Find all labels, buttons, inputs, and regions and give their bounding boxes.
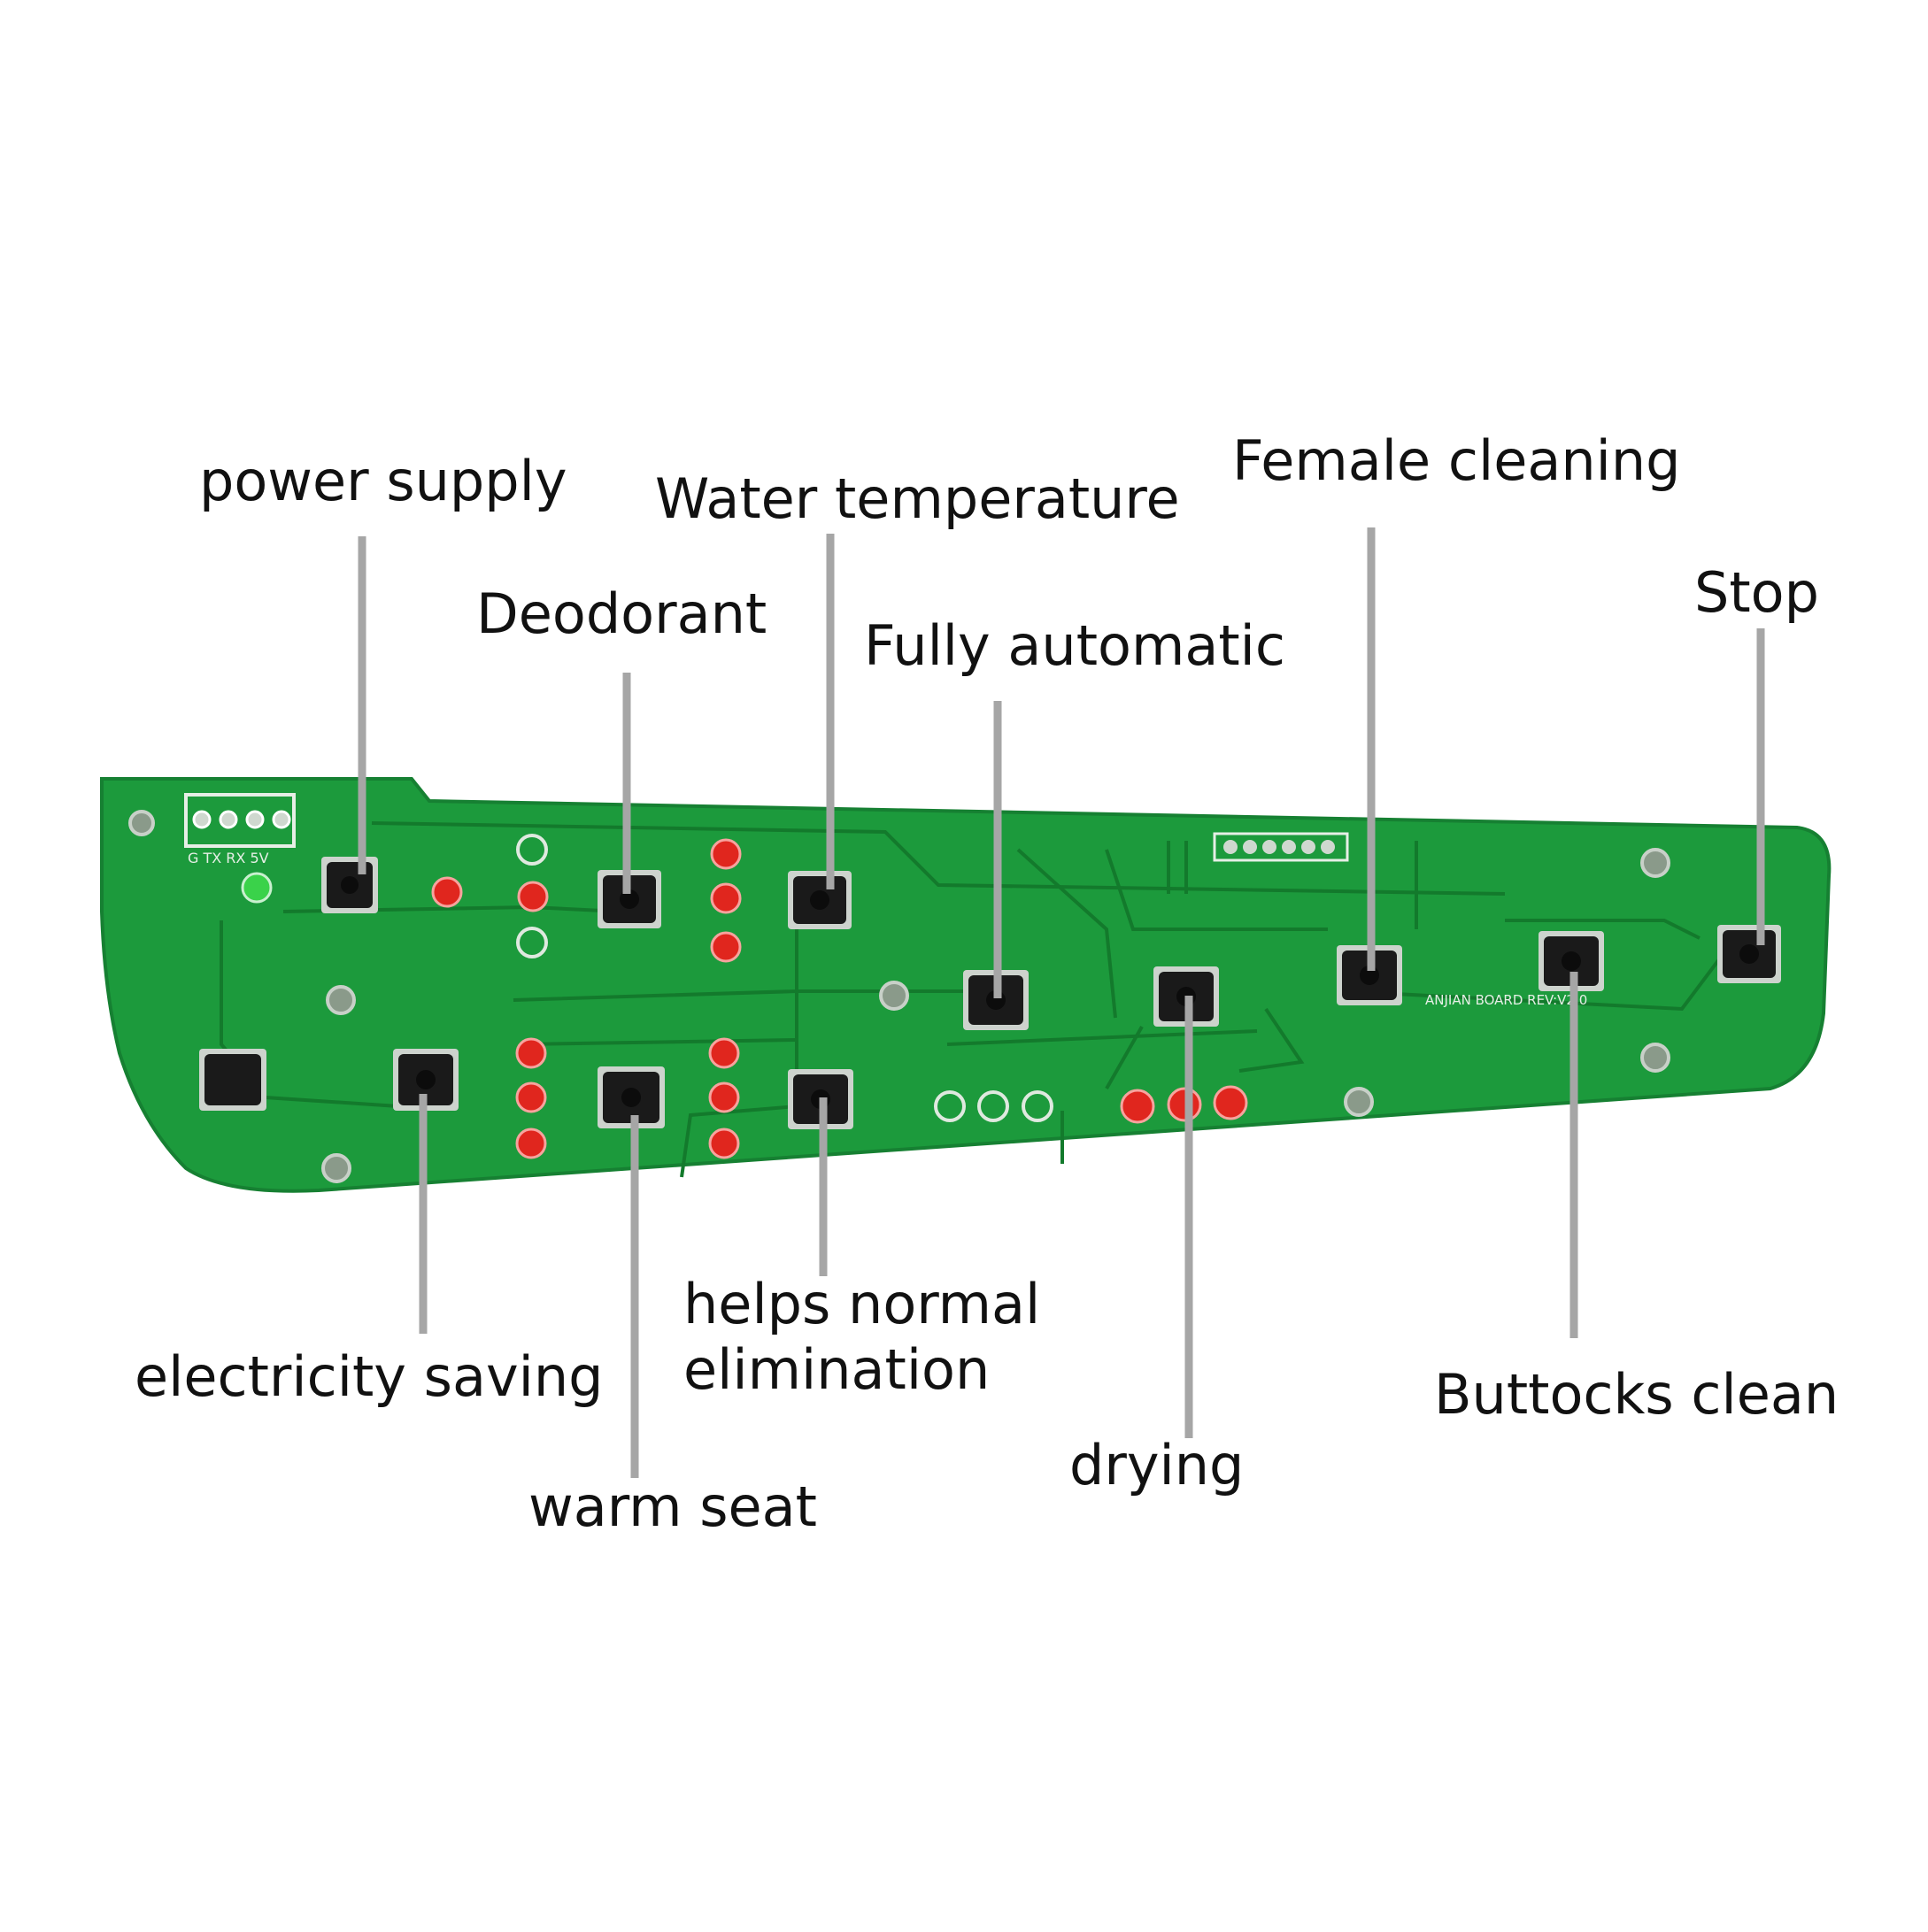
- led-x14: [1167, 1087, 1202, 1122]
- label-helps-normal-line1: helps normal: [683, 1272, 1041, 1336]
- led-x15: [1213, 1085, 1248, 1120]
- switch-warm-seat: [598, 1066, 665, 1128]
- switch-deodorant: [598, 870, 661, 928]
- switch-stop: [1717, 925, 1781, 983]
- label-water-temperature: Water temperature: [655, 466, 1180, 531]
- connector-label: G TX RX 5V: [188, 850, 269, 866]
- board-revision-text: ANJIAN BOARD REV:V2.0: [1425, 992, 1587, 1008]
- header-j1: [1213, 832, 1349, 862]
- switch-buttocks-clean: [1539, 931, 1604, 991]
- label-warm-seat: warm seat: [528, 1474, 817, 1539]
- led-x18: [515, 1037, 547, 1069]
- led-x2: [517, 881, 549, 912]
- mounting-holes: [128, 810, 1670, 1183]
- led-x17: [515, 1081, 547, 1113]
- label-helps-normal-elimination: helps normal elimination: [683, 1272, 1040, 1403]
- label-stop: Stop: [1694, 560, 1819, 625]
- switch-electricity-saving: [393, 1049, 459, 1111]
- led-pads: [516, 834, 1053, 1122]
- label-power-supply: power supply: [199, 449, 567, 513]
- led-x6: [710, 838, 742, 870]
- label-helps-normal-line2: elimination: [683, 1337, 991, 1402]
- led-x11: [708, 1081, 740, 1113]
- led-x13: [1120, 1089, 1155, 1124]
- led-green-power: [241, 872, 273, 904]
- led-x10: [708, 1128, 740, 1159]
- label-deodorant: Deodorant: [476, 581, 767, 646]
- led-x12: [708, 1037, 740, 1069]
- label-electricity-saving: electricity saving: [135, 1344, 604, 1409]
- led-x19: [431, 876, 463, 908]
- switch-female-cleaning: [1337, 945, 1402, 1005]
- led-x4: [710, 931, 742, 963]
- switch-water-temperature: [788, 871, 852, 929]
- leader-lines: [358, 527, 1765, 1478]
- switch-sw9: [199, 1049, 266, 1111]
- label-drying: drying: [1069, 1433, 1245, 1497]
- label-buttocks-clean: Buttocks clean: [1434, 1362, 1839, 1427]
- connector-con1: G TX RX 5V: [184, 793, 296, 866]
- switch-power-supply: [321, 857, 378, 913]
- switch-fully-automatic: [963, 970, 1029, 1030]
- leds: [241, 838, 1248, 1159]
- label-female-cleaning: Female cleaning: [1232, 428, 1681, 493]
- led-x5: [710, 882, 742, 914]
- led-x16: [515, 1128, 547, 1159]
- label-fully-automatic: Fully automatic: [864, 613, 1285, 678]
